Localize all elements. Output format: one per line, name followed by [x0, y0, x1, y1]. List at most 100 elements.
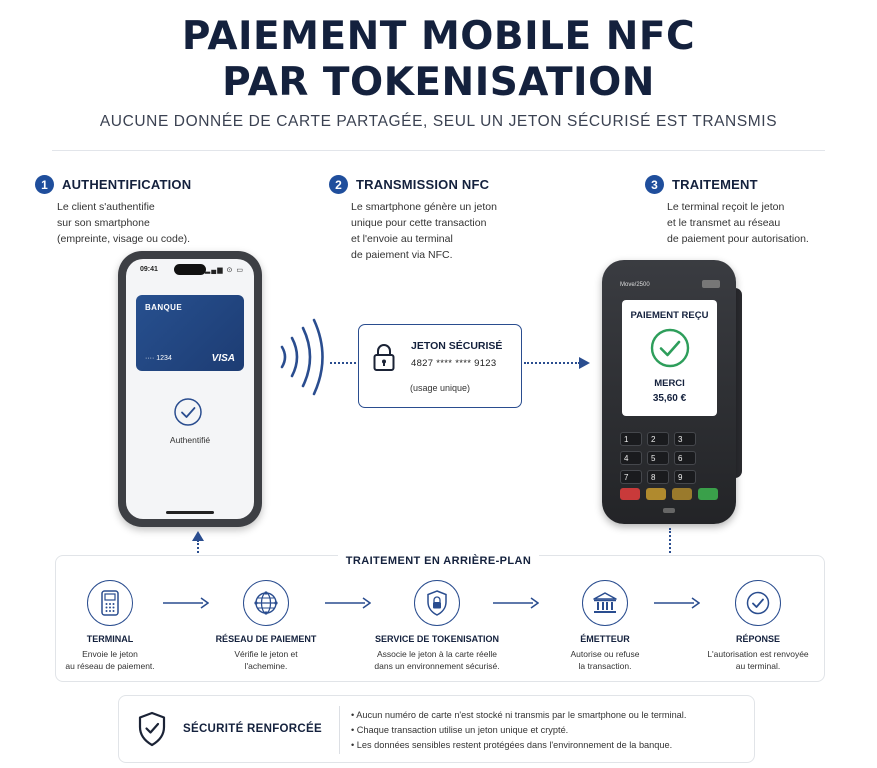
clear-key[interactable]: [672, 488, 692, 500]
card-bank-name: BANQUE: [145, 303, 183, 312]
security-divider: [339, 706, 340, 754]
card-brand: VISA: [211, 353, 235, 364]
security-points: Aucun numéro de carte n'est stocké ni tr…: [351, 708, 686, 753]
check-circle-icon: [746, 591, 770, 615]
keypad-key[interactable]: 5: [647, 451, 669, 465]
home-indicator: [166, 511, 214, 514]
keypad-key[interactable]: 8: [647, 470, 669, 484]
card-number: ···· 1234: [145, 355, 172, 362]
page-title-line2: PAR TOKENISATION: [222, 60, 655, 105]
security-point: Chaque transaction utilise un jeton uniq…: [351, 723, 686, 738]
stage-icon-circle: [87, 580, 133, 626]
step-description-line: de paiement pour autorisation.: [667, 233, 809, 245]
shield-check-icon: [138, 711, 166, 747]
success-check-icon: [650, 328, 690, 368]
step-description-line: Le client s'authentifie: [57, 201, 155, 213]
terminal-screen: PAIEMENT REÇU MERCI 35,60 €: [622, 300, 717, 416]
smartphone-screen: 09:41 ▂▄▆ ⊙ ▭ BANQUE ···· 1234 VISA Auth…: [126, 259, 254, 519]
keypad-key[interactable]: 9: [674, 470, 696, 484]
stage-description: Vérifie le jeton et l'achemine.: [196, 648, 336, 672]
cancel-key[interactable]: [620, 488, 640, 500]
arrow-up-icon: [192, 531, 204, 541]
step-number: 3: [645, 175, 664, 194]
keypad-key[interactable]: 4: [620, 451, 642, 465]
stage-description-line: l'achemine.: [244, 661, 288, 671]
phone-status-icons: ▂▄▆ ⊙ ▭: [204, 267, 244, 274]
step-title: AUTHENTIFICATION: [62, 177, 192, 192]
keypad-key[interactable]: 2: [647, 432, 669, 446]
step-description-line: et l'envoie au terminal: [351, 233, 453, 245]
stage-title: TERMINAL: [86, 634, 134, 644]
keypad-key[interactable]: 3: [674, 432, 696, 446]
header-divider: [52, 150, 825, 151]
stage-title: RÉSEAU DE PAIEMENT: [215, 634, 317, 644]
stage-issuer: ÉMETTEUR Autorise ou refuse la transacti…: [535, 580, 675, 672]
step-title: TRANSMISSION NFC: [356, 177, 490, 192]
security-panel: SÉCURITÉ RENFORCÉE Aucun numéro de carte…: [118, 695, 755, 763]
stage-description-line: Autorise ou refuse: [570, 649, 640, 659]
flow-arrow-icon: [163, 597, 209, 609]
globe-icon: [254, 591, 278, 615]
dynamic-island: [174, 264, 206, 275]
stage-description-line: Associe le jeton à la carte réelle: [376, 649, 497, 659]
stage-description-line: L'autorisation est renvoyée: [707, 649, 809, 659]
smartphone: 09:41 ▂▄▆ ⊙ ▭ BANQUE ···· 1234 VISA Auth…: [118, 251, 262, 527]
flow-arrow-icon: [493, 597, 539, 609]
flow-arrow-icon: [325, 597, 371, 609]
stage-description-line: la transaction.: [578, 661, 632, 671]
arrow-right-icon: [579, 357, 590, 369]
stage-description: Envoie le jeton au réseau de paiement.: [40, 648, 180, 672]
flow-arrow-icon: [654, 597, 700, 609]
phone-time: 09:41: [140, 266, 158, 273]
lock-icon: [373, 344, 395, 371]
keypad-spacer: [701, 470, 719, 484]
stage-response: RÉPONSE L'autorisation est renvoyée au t…: [688, 580, 828, 672]
stage-icon-circle: [582, 580, 628, 626]
stage-icon-circle: [414, 580, 460, 626]
step-description-line: unique pour cette transaction: [351, 217, 487, 229]
check-circle-icon: [174, 398, 202, 426]
terminal-led: [663, 508, 675, 513]
confirm-key[interactable]: [698, 488, 718, 500]
connector-terminal-background: [669, 528, 671, 568]
stage-title: ÉMETTEUR: [580, 634, 630, 644]
step-description-line: Le smartphone génère un jeton: [351, 201, 497, 213]
payment-amount: 35,60 €: [652, 393, 687, 404]
step-description: Le smartphone génère un jeton unique pou…: [351, 199, 497, 263]
keypad-spacer: [701, 432, 719, 446]
security-point: Les données sensibles restent protégées …: [351, 738, 686, 753]
background-title-text: TRAITEMENT EN ARRIÈRE-PLAN: [337, 555, 540, 567]
terminal-thanks: MERCI: [654, 378, 685, 389]
step-description-line: (empreinte, visage ou code).: [57, 233, 191, 245]
step-nfc-transmission: 2 TRANSMISSION NFC Le smartphone génère …: [329, 175, 497, 263]
keypad-key[interactable]: 1: [620, 432, 642, 446]
stage-terminal: TERMINAL Envoie le jeton au réseau de pa…: [40, 580, 180, 672]
step-description: Le client s'authentifie sur son smartpho…: [57, 199, 191, 247]
token-usage: (usage unique): [409, 383, 471, 393]
page-subtitle: AUCUNE DONNÉE DE CARTE PARTAGÉE, SEUL UN…: [99, 113, 778, 130]
stage-description: Associe le jeton à la carte réelle dans …: [366, 648, 508, 672]
connector-phone-token: [330, 362, 356, 364]
keypad-key[interactable]: 7: [620, 470, 642, 484]
shield-lock-icon: [427, 590, 447, 616]
correction-key[interactable]: [646, 488, 666, 500]
stage-payment-network: RÉSEAU DE PAIEMENT Vérifie le jeton et l…: [196, 580, 336, 672]
bank-card: BANQUE ···· 1234 VISA: [136, 295, 244, 371]
bank-icon: [593, 592, 617, 613]
page-title-line1: PAIEMENT MOBILE NFC: [181, 14, 696, 59]
payment-status: PAIEMENT REÇU: [630, 310, 709, 321]
stage-description-line: Envoie le jeton: [82, 649, 138, 659]
stage-description: L'autorisation est renvoyée au terminal.: [688, 648, 828, 672]
payment-terminal: Move/2500 PAIEMENT REÇU MERCI 35,60 € 1 …: [602, 260, 736, 524]
step-number: 2: [329, 175, 348, 194]
step-authentication: 1 AUTHENTIFICATION Le client s'authentif…: [35, 175, 191, 247]
connector-phone-background: [197, 540, 199, 568]
step-processing: 3 TRAITEMENT Le terminal reçoit le jeton…: [645, 175, 809, 247]
terminal-keypad: 1 2 3 4 5 6 7 8 9: [620, 432, 720, 484]
step-description-line: sur son smartphone: [57, 217, 150, 229]
keypad-key[interactable]: 6: [674, 451, 696, 465]
stage-title: RÉPONSE: [735, 634, 780, 644]
connector-token-terminal: [524, 362, 580, 364]
stage-description-line: dans un environnement sécurisé.: [374, 661, 500, 671]
secure-token-box: JETON SÉCURISÉ 4827 **** **** 9123 (usag…: [358, 324, 522, 408]
